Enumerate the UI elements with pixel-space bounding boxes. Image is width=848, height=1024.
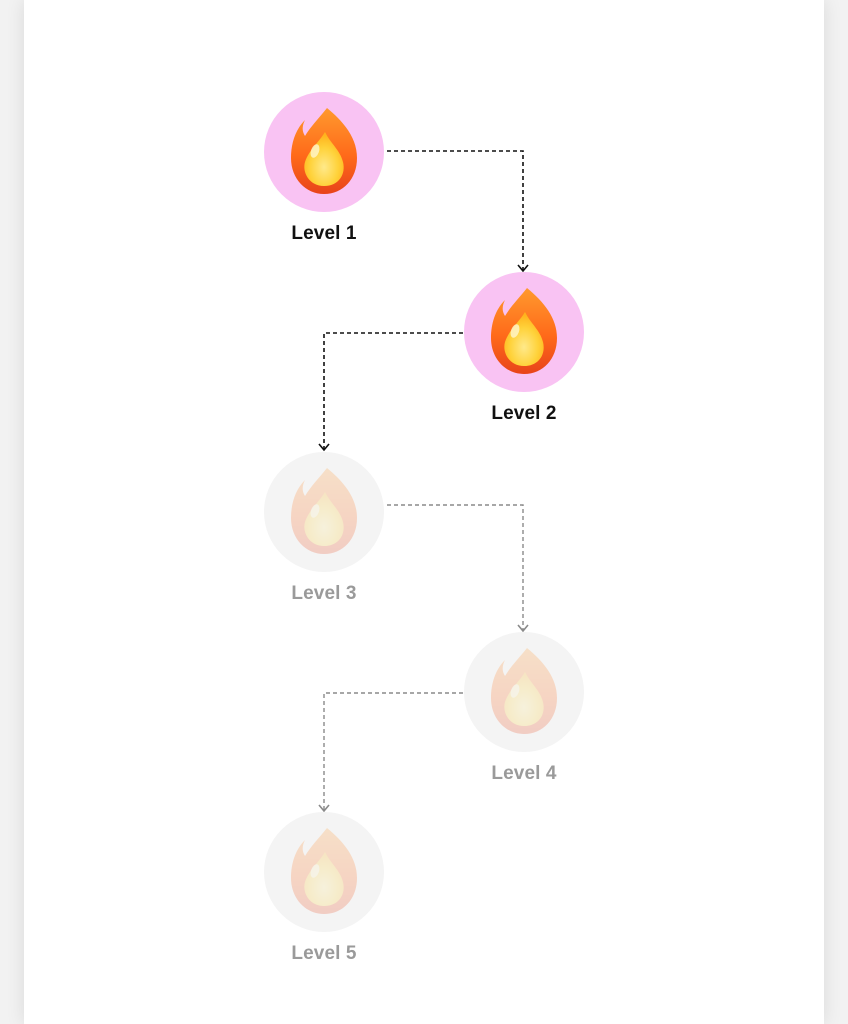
level-node-5[interactable]: Level 5 [264,812,384,972]
level-path-panel [24,0,824,1024]
fire-icon [491,288,557,374]
level-3-circle [264,452,384,572]
fire-icon [291,108,357,194]
connector-level-1-to-2 [387,150,529,273]
level-2-label: Level 2 [491,403,557,424]
level-5-circle [264,812,384,932]
level-1-label: Level 1 [291,223,357,244]
fire-icon [291,828,357,914]
level-node-2[interactable]: Level 2 [464,272,584,432]
level-node-3[interactable]: Level 3 [264,452,384,612]
fire-icon [491,648,557,734]
level-4-circle [464,632,584,752]
level-node-1[interactable]: Level 1 [264,92,384,252]
connector-level-3-to-4 [387,504,529,633]
fire-icon [291,468,357,554]
level-1-circle [264,92,384,212]
level-4-label: Level 4 [491,763,557,784]
connector-level-2-to-3 [318,332,463,452]
level-node-4[interactable]: Level 4 [464,632,584,792]
connector-level-4-to-5 [318,692,463,813]
level-2-circle [464,272,584,392]
level-3-label: Level 3 [291,583,357,604]
level-5-label: Level 5 [291,943,357,964]
